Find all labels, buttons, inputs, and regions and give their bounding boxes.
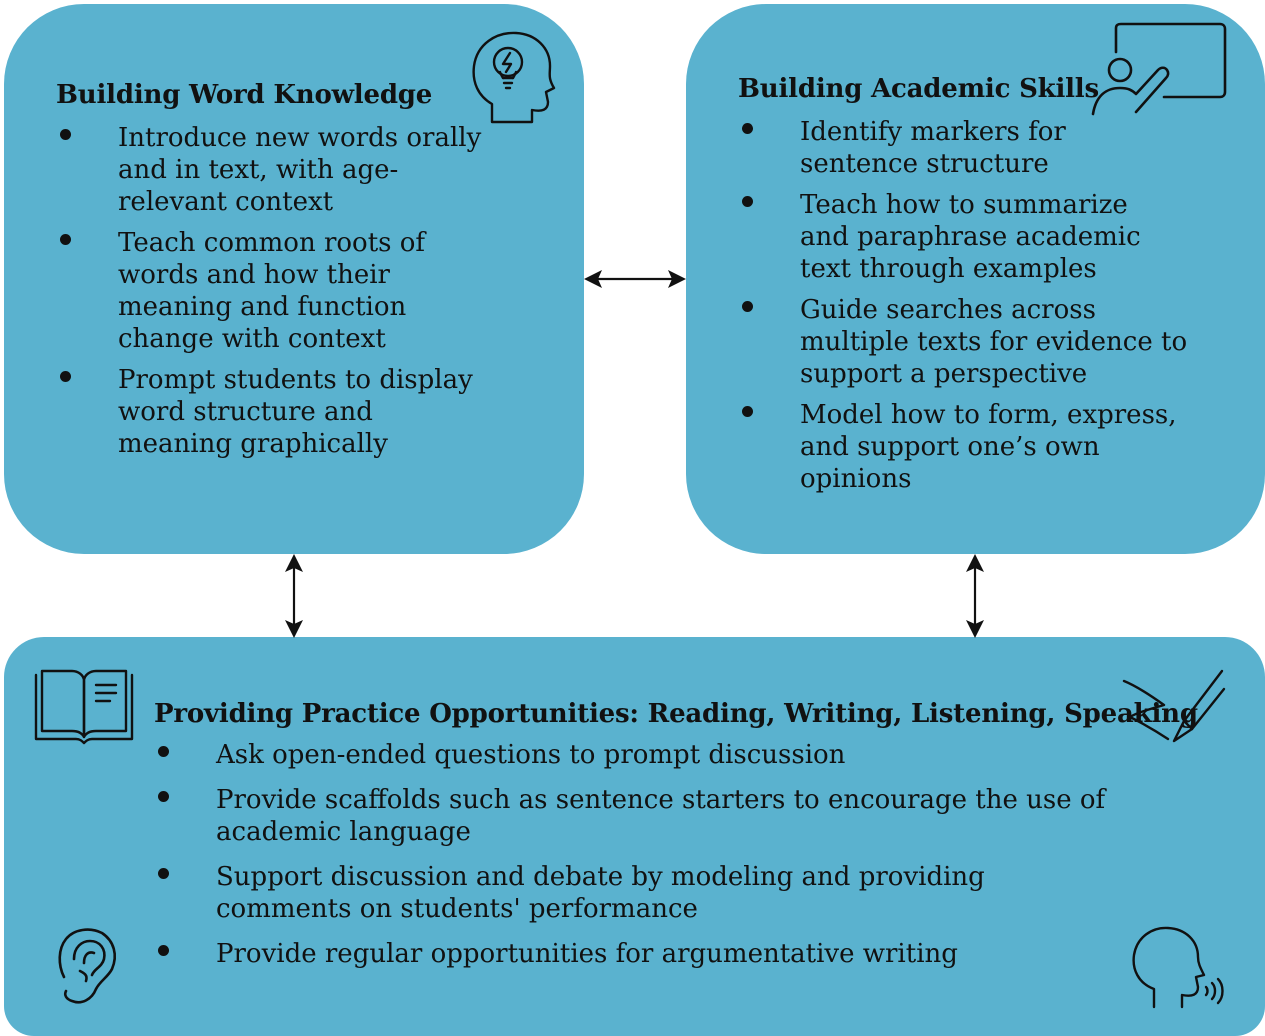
academic-skills-title: Building Academic Skills bbox=[738, 74, 1099, 104]
teacher-board-icon bbox=[1090, 22, 1227, 118]
word-knowledge-box: Building Word Knowledge Introduce new wo… bbox=[4, 4, 584, 554]
word-knowledge-title: Building Word Knowledge bbox=[56, 80, 433, 110]
list-item: Model how to form, express, and support … bbox=[740, 399, 1210, 495]
list-item: Support discussion and debate by modelin… bbox=[156, 861, 1116, 925]
pen-writing-icon bbox=[1122, 669, 1226, 745]
open-book-icon bbox=[34, 669, 134, 745]
academic-skills-list: Identify markers for sentence structure … bbox=[740, 116, 1210, 504]
list-item: Guide searches across multiple texts for… bbox=[740, 294, 1200, 390]
list-item: Provide regular opportunities for argume… bbox=[156, 938, 1146, 970]
list-item: Prompt students to display word structur… bbox=[58, 364, 488, 460]
list-item: Provide scaffolds such as sentence start… bbox=[156, 784, 1146, 848]
list-item: Teach how to summarize and paraphrase ac… bbox=[740, 189, 1170, 285]
practice-box: Providing Practice Opportunities: Readin… bbox=[4, 637, 1265, 1036]
list-item: Identify markers for sentence structure bbox=[740, 116, 1170, 180]
practice-title: Providing Practice Opportunities: Readin… bbox=[154, 699, 1198, 729]
list-item: Introduce new words orally and in text, … bbox=[58, 122, 488, 218]
horizontal-double-arrow bbox=[584, 268, 686, 290]
right-vertical-double-arrow bbox=[964, 554, 986, 638]
left-vertical-double-arrow bbox=[283, 554, 305, 638]
ear-icon bbox=[56, 925, 118, 1005]
academic-skills-box: Building Academic Skills Identify marker… bbox=[686, 4, 1265, 554]
speaking-head-icon bbox=[1130, 925, 1228, 1009]
practice-list: Ask open-ended questions to prompt discu… bbox=[156, 739, 1146, 979]
lightbulb-head-icon bbox=[470, 30, 556, 126]
list-item: Teach common roots of words and how thei… bbox=[58, 227, 428, 355]
list-item: Ask open-ended questions to prompt discu… bbox=[156, 739, 1146, 771]
word-knowledge-list: Introduce new words orally and in text, … bbox=[58, 122, 488, 469]
